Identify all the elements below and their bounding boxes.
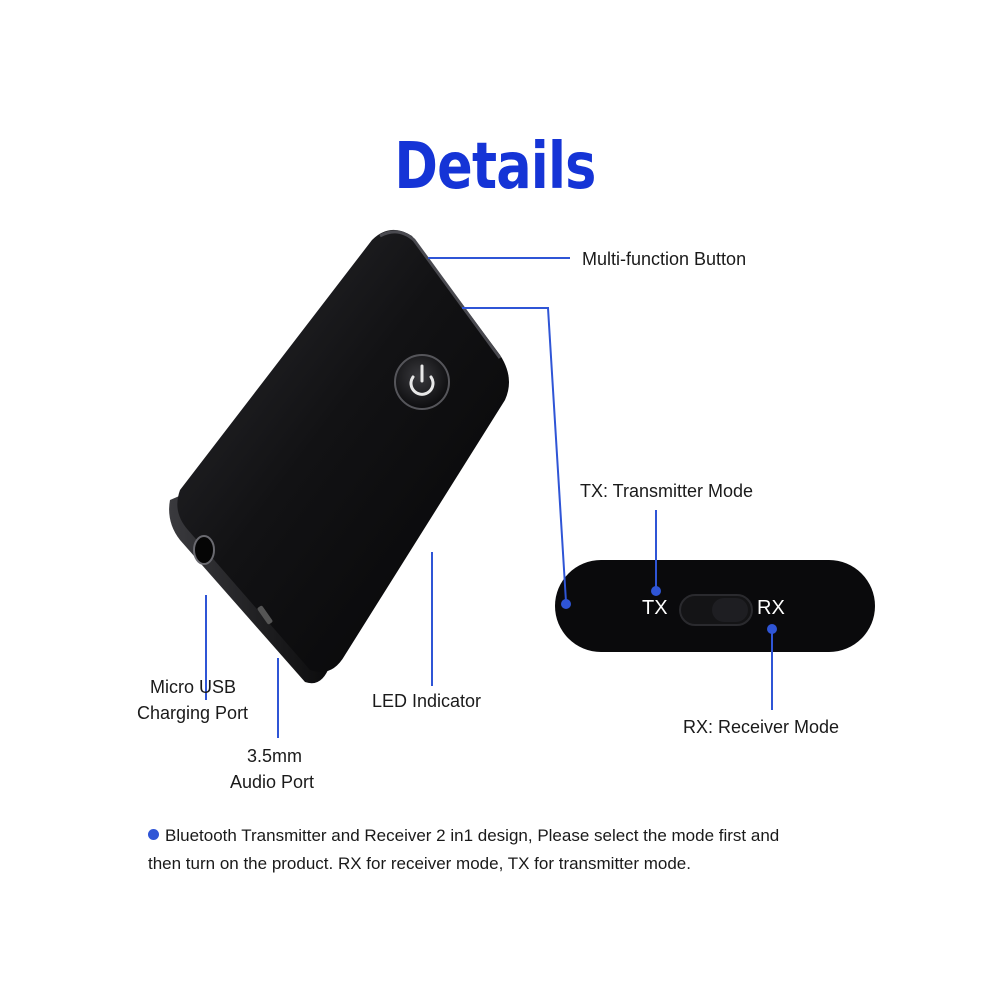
- switch-rx-label: RX: [757, 597, 785, 619]
- label-led-indicator: LED Indicator: [372, 691, 482, 711]
- label-micro-usb-line2: Charging Port: [137, 703, 249, 723]
- label-rx-mode: RX: Receiver Mode: [683, 717, 840, 737]
- power-icon: [394, 354, 450, 410]
- leader-dot-edge: [561, 599, 571, 609]
- leader-lines: [205, 257, 773, 738]
- label-micro-usb-line1: Micro USB: [150, 677, 237, 697]
- label-multi-function-button: Multi-function Button: [582, 249, 747, 269]
- note-line-2: then turn on the product. RX for receive…: [148, 850, 868, 878]
- device-front-face: [177, 229, 510, 673]
- leader-dot-rx: [767, 624, 777, 634]
- leader-top-edge: [462, 307, 567, 603]
- audio-jack-port: [193, 535, 215, 565]
- device-top-highlight: [379, 230, 502, 359]
- label-audio-port-line1: 3.5mm: [247, 746, 303, 766]
- usb-port-slot: [257, 605, 273, 625]
- switch-tx-label: TX: [642, 597, 668, 619]
- bullet-dot: [148, 829, 159, 840]
- label-audio-port-line2: Audio Port: [230, 772, 315, 792]
- mode-switch-knob: [712, 598, 748, 622]
- page-title: Details: [394, 130, 596, 204]
- bluetooth-device: [169, 229, 510, 684]
- label-tx-mode: TX: Transmitter Mode: [580, 481, 754, 501]
- note-line-1-text: Bluetooth Transmitter and Receiver 2 in1…: [165, 826, 780, 845]
- mode-switch-panel: [555, 560, 875, 652]
- leader-dot-tx: [651, 586, 661, 596]
- note-line-2-text: then turn on the product. RX for receive…: [148, 854, 691, 873]
- product-note: Bluetooth Transmitter and Receiver 2 in1…: [148, 822, 868, 878]
- note-line-1: Bluetooth Transmitter and Receiver 2 in1…: [148, 822, 868, 850]
